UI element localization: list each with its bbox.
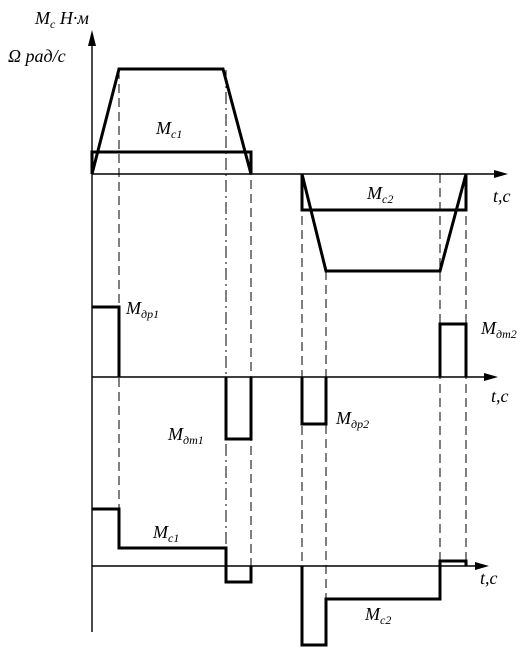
label-mdt1: Mдт1 [167,424,204,447]
label-mdr2: Mдр2 [335,408,369,431]
label-mdt2: Mдт2 [480,318,517,341]
label-mc2-bottom: Mc2 [364,604,391,627]
dynamic-torque-brake-1 [224,377,253,441]
dynamic-torque-accel-1 [92,305,121,377]
label-mdr1: Mдр1 [125,298,159,321]
label-mc1-top: Mc1 [155,118,182,141]
time-axis-bottom [92,562,489,570]
motor-torque-cycle-1 [92,507,253,584]
static-torque-mc1 [90,150,253,174]
dynamic-torque-accel-2 [300,377,328,426]
label-mc2-top: Mc2 [366,183,393,206]
time-axis-label-3: t,c [480,568,498,588]
y-axis-torque-label: Mc Н·м [34,8,89,31]
time-axis-label-2: t,c [491,386,509,406]
vertical-axis [88,30,96,632]
projection-lines [118,70,467,645]
motor-torque-cycle-2 [300,559,468,647]
time-axis-top [92,170,508,178]
label-mc1-bottom: Mc1 [152,522,179,545]
speed-curve-negative [300,173,468,273]
time-axis-middle [92,373,498,381]
y-axis-speed-label: Ω рад/с [8,46,66,66]
dynamic-torque-brake-2 [438,322,468,377]
time-axis-label-1: t,c [493,186,511,206]
static-torque-mc2 [300,174,468,212]
speed-curve-positive [90,67,253,175]
